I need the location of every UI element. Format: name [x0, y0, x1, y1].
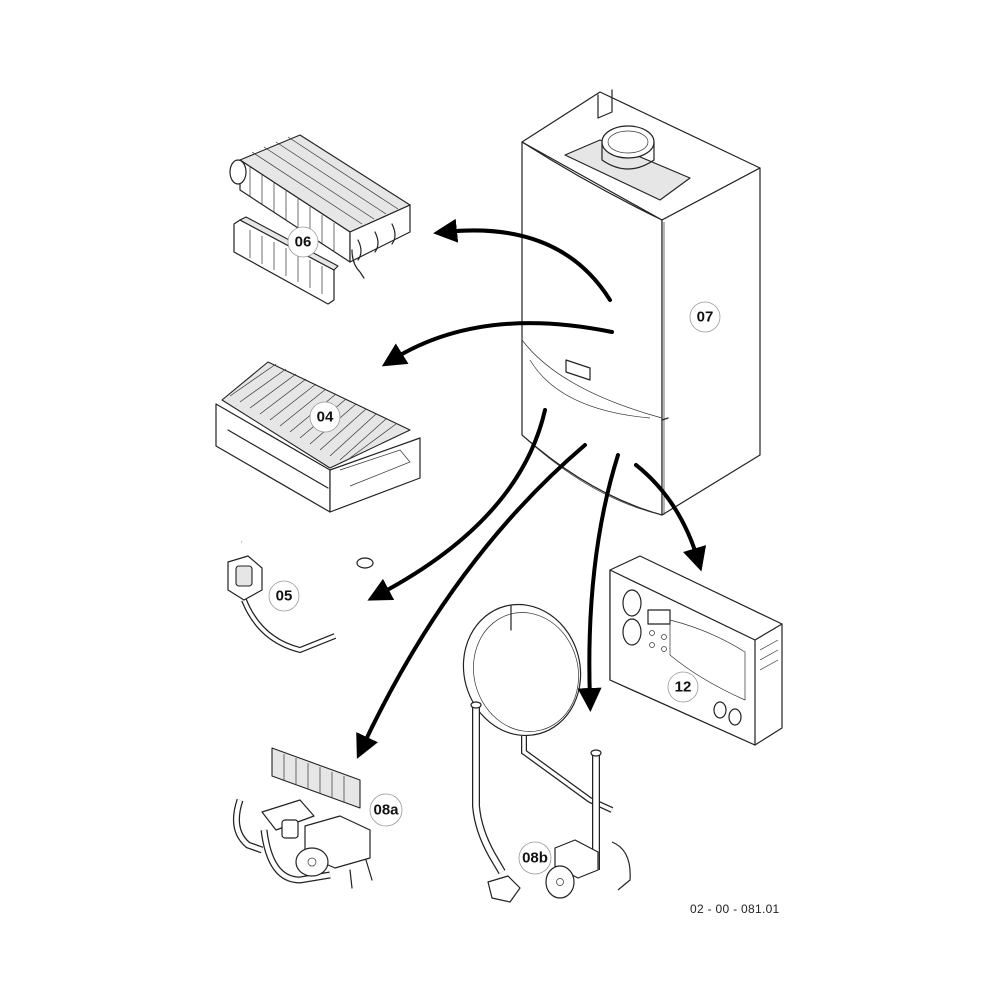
label-12: 12 — [667, 671, 699, 703]
label-07-text: 07 — [697, 309, 714, 326]
hydraulic-block-a[interactable] — [232, 747, 373, 889]
gas-valve-pipework[interactable] — [227, 540, 374, 654]
hydraulic-block-b[interactable] — [449, 591, 631, 903]
reference-code: 02 - 00 - 081.01 — [690, 902, 780, 916]
label-08a-text: 08a — [373, 802, 399, 819]
heat-exchanger[interactable] — [229, 134, 411, 305]
label-07: 07 — [689, 301, 721, 333]
control-panel[interactable] — [609, 555, 783, 746]
arrow-to-06 — [433, 218, 612, 302]
label-04: 04 — [309, 401, 341, 433]
arrow-to-04 — [381, 321, 614, 367]
arrow-to-12 — [634, 463, 707, 572]
label-05: 05 — [268, 580, 300, 612]
label-08b: 08b — [518, 841, 552, 875]
label-04-text: 04 — [317, 409, 334, 426]
label-08a: 08a — [369, 793, 403, 827]
arrow-to-05 — [367, 408, 547, 601]
arrows — [356, 218, 707, 759]
label-06: 06 — [287, 226, 319, 258]
label-12-text: 12 — [675, 679, 692, 696]
boiler-casing[interactable] — [521, 89, 761, 516]
label-08b-text: 08b — [522, 850, 548, 867]
label-05-text: 05 — [276, 588, 293, 605]
arrow-to-08a — [356, 443, 587, 759]
burner[interactable] — [215, 361, 421, 513]
arrow-to-08b — [577, 453, 620, 712]
label-06-text: 06 — [295, 234, 312, 251]
